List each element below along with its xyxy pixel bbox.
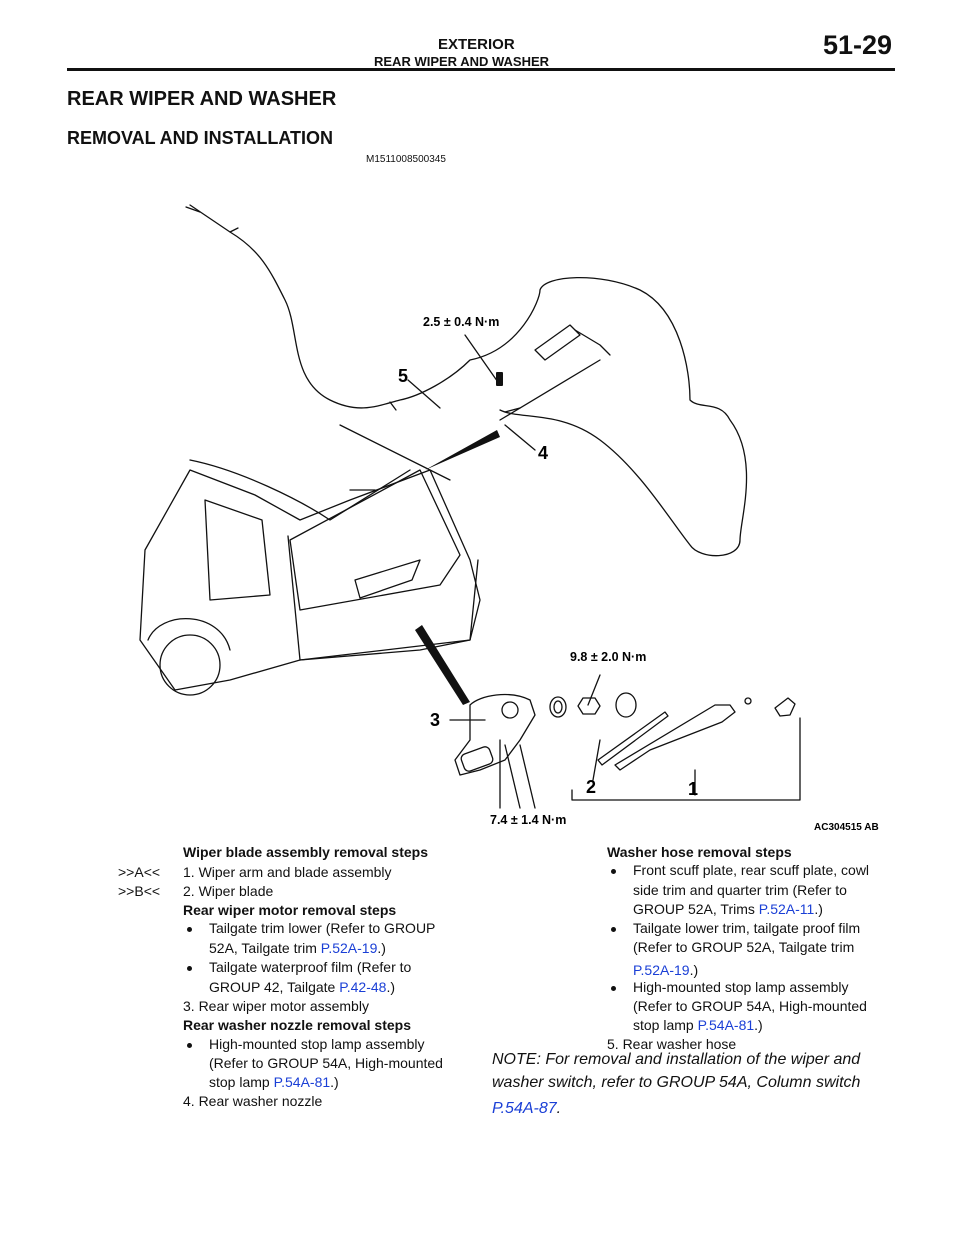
figure-code: AC304515 AB (814, 822, 879, 833)
bullet-icon (611, 986, 616, 991)
tailgate (287, 535, 479, 661)
bullet-icon (611, 927, 616, 932)
right-bullet3-line1: High-mounted stop lamp assembly (633, 979, 849, 995)
page-number: 51-29 (823, 30, 893, 60)
torque-label-motor: 7.4 ± 1.4 N·m (490, 813, 566, 827)
grommet (549, 696, 567, 718)
note-line3: P.54A-87. (492, 1100, 562, 1117)
bullet-icon (611, 869, 616, 874)
inner-wiper-motor-sketch (354, 559, 421, 599)
link-p52a-19[interactable]: P.52A-19 (320, 940, 378, 956)
procedure-title: REMOVAL AND INSTALLATION (67, 128, 333, 148)
wheel-arch (147, 618, 231, 651)
link-p52a-11[interactable]: P.52A-11 (758, 901, 815, 917)
wiper-arm (614, 704, 736, 771)
nut (577, 697, 601, 715)
link-p52a-19[interactable]: P.52A-19 (633, 962, 690, 978)
callout-1: 1 (688, 779, 698, 799)
wiper-motor-removal-heading: Rear wiper motor removal steps (183, 902, 397, 918)
step5-item: 5. Rear washer hose (607, 1036, 737, 1052)
wiper-blade (597, 711, 669, 766)
left-bullet2-line2: GROUP 42, Tailgate P.42-48.) (209, 979, 396, 995)
right-bullet2-line1: Tailgate lower trim, tailgate proof film (633, 920, 861, 936)
step1-item: 1. Wiper arm and blade assembly (183, 864, 392, 880)
washer-nozzle-removal-heading: Rear washer nozzle removal steps (183, 1017, 411, 1033)
right-bullet1-line1: Front scuff plate, rear scuff plate, cow… (633, 862, 870, 878)
link-p54a-87[interactable]: P.54A-87 (492, 1100, 557, 1117)
washer-hose-removal-heading: Washer hose removal steps (607, 844, 792, 860)
left-bullet3-line3: stop lamp P.54A-81.) (209, 1074, 339, 1090)
bullet-icon (187, 927, 192, 932)
rear-side-window (204, 499, 271, 601)
detail-arrow-lower (415, 625, 470, 705)
left-bullet1-line2: 52A, Tailgate trim P.52A-19.) (209, 940, 386, 956)
step2-tag: >>B<< (118, 883, 161, 899)
left-bullet2-line1: Tailgate waterproof film (Refer to (209, 959, 412, 975)
washer-hose (189, 204, 748, 557)
page-title: REAR WIPER AND WASHER (67, 88, 337, 110)
detail-arrow-upper (425, 430, 500, 470)
callout-4: 4 (538, 443, 548, 463)
section-title: EXTERIOR (438, 36, 515, 53)
link-p54a-81[interactable]: P.54A-81 (273, 1074, 331, 1090)
step3-item: 3. Rear wiper motor assembly (183, 998, 369, 1014)
torque-label-upper: 2.5 ± 0.4 N·m (423, 315, 499, 329)
bullet-icon (187, 1043, 192, 1048)
wiper-diagram: 2.5 ± 0.4 N·m 9.8 ± 2.0 N·m 7.4 ± 1.4 N·… (139, 204, 879, 833)
link-p54a-81[interactable]: P.54A-81 (697, 1017, 755, 1033)
step1-tag: >>A<< (118, 864, 161, 880)
bullet-icon (187, 966, 192, 971)
callout-3: 3 (430, 710, 440, 730)
cap (615, 692, 637, 718)
rear-wheel (159, 634, 221, 696)
callout-5: 5 (398, 366, 408, 386)
right-bullet2-line2: (Refer to GROUP 52A, Tailgate trim (633, 939, 855, 955)
wiper-blade-removal-heading: Wiper blade assembly removal steps (183, 844, 428, 860)
left-bullet3-line2: (Refer to GROUP 54A, High-mounted (209, 1055, 443, 1071)
left-bullet3-line1: High-mounted stop lamp assembly (209, 1036, 425, 1052)
rear-glass (289, 469, 461, 611)
right-bullet1-line2: side trim and quarter trim (Refer to (633, 882, 847, 898)
right-bullet2-line3: P.52A-19.) (633, 962, 699, 978)
wiper-motor (454, 693, 536, 776)
right-bullet3-line3: stop lamp P.54A-81.) (633, 1017, 763, 1033)
right-bullet3-line2: (Refer to GROUP 54A, High-mounted (633, 998, 867, 1014)
note-line2: washer switch, refer to GROUP 54A, Colum… (492, 1074, 861, 1091)
arm-cover (774, 697, 796, 717)
step4-item: 4. Rear washer nozzle (183, 1093, 323, 1109)
note-paragraph: NOTE: For removal and installation of th… (492, 1048, 922, 1120)
link-p42-48[interactable]: P.42-48 (339, 979, 387, 995)
car-body-outline (139, 469, 481, 691)
roof-panel (339, 424, 451, 481)
right-bullet1-line3: GROUP 52A, Trims P.52A-11.) (633, 901, 823, 917)
nozzle-rod (499, 359, 601, 421)
torque-label-nut: 9.8 ± 2.0 N·m (570, 650, 646, 664)
header-rule (67, 68, 895, 71)
left-bullet1-line1: Tailgate trim lower (Refer to GROUP (209, 920, 436, 936)
subsection-title: REAR WIPER AND WASHER (374, 54, 550, 69)
step2-item: 2. Wiper blade (183, 883, 274, 899)
callout-2: 2 (586, 777, 596, 797)
document-code: M1511008500345 (366, 154, 446, 165)
note-line1: NOTE: For removal and installation of th… (492, 1051, 861, 1068)
car-roof-line (189, 459, 411, 521)
